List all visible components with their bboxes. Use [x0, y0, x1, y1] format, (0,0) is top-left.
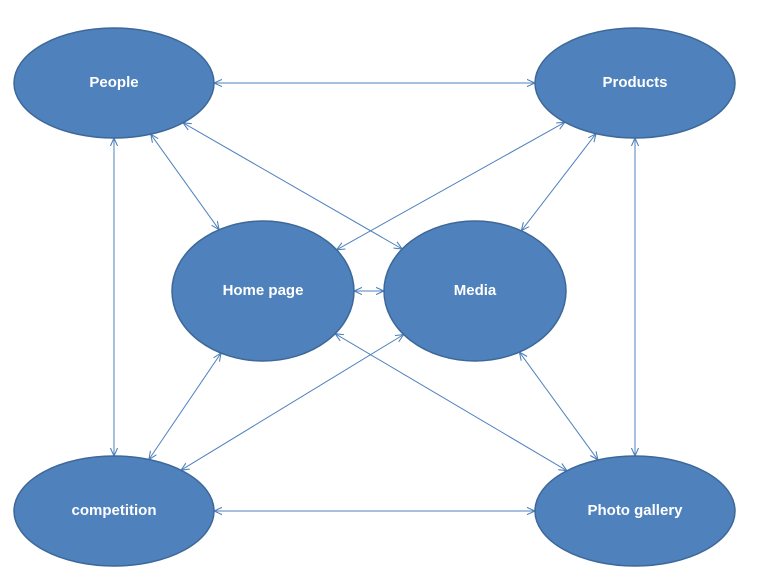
- node-people-ellipse: [13, 27, 215, 139]
- node-products-label: Products: [602, 74, 667, 91]
- edge-people-home: [151, 134, 219, 230]
- node-products-ellipse: [534, 27, 736, 139]
- node-media-label: Media: [454, 282, 497, 299]
- node-photo-gallery: Photo gallery: [534, 455, 736, 567]
- node-photo-gallery-ellipse: [534, 455, 736, 567]
- node-media: Media: [383, 220, 567, 362]
- edge-media-competition: [181, 335, 404, 471]
- node-people-label: People: [89, 74, 138, 91]
- edge-products-media: [521, 134, 596, 231]
- edge-media-gallery: [519, 352, 598, 460]
- node-competition-ellipse: [13, 455, 215, 567]
- node-people: People: [13, 27, 215, 139]
- node-home-page-ellipse: [171, 220, 355, 362]
- node-competition-label: competition: [72, 502, 157, 519]
- edges-layer: [114, 83, 635, 511]
- node-home-page-label: Home page: [223, 282, 304, 299]
- edge-home-competition: [149, 353, 221, 459]
- node-products: Products: [534, 27, 736, 139]
- nodes-layer: People Products Home page Media competit…: [13, 27, 736, 567]
- node-home-page: Home page: [171, 220, 355, 362]
- node-media-ellipse: [383, 220, 567, 362]
- node-competition: competition: [13, 455, 215, 567]
- node-photo-gallery-label: Photo gallery: [587, 502, 683, 519]
